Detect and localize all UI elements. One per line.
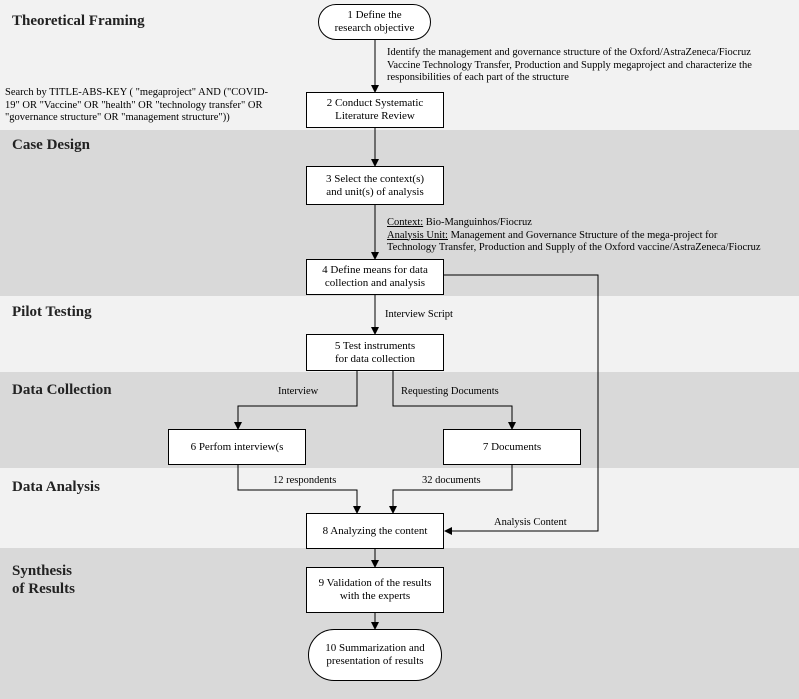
note-search-line1: Search by TITLE-ABS-KEY ( "megaproject" … (5, 87, 269, 98)
step-2-literature-review: 2 Conduct Systematic Literature Review (306, 92, 444, 128)
phase-synthesis-line2: of Results (12, 581, 75, 597)
label-interview: Interview (278, 386, 319, 397)
step-10-summarization: 10 Summarization and presentation of res… (308, 629, 442, 681)
step-2-line2: Literature Review (335, 110, 415, 122)
context-value: Bio-Manguinhos/Fiocruz (423, 217, 532, 228)
step-8-line1: 8 Analyzing the content (322, 524, 428, 537)
phase-data-collection: Data Collection (12, 382, 112, 398)
step-7-line1: 7 Documents (482, 440, 542, 453)
arrow-5-7 (392, 371, 516, 430)
step-3-select-context: 3 Select the context(s) and unit(s) of a… (306, 166, 444, 205)
phase-synthesis: Synthesis of Results (12, 562, 75, 598)
arrow-4-8 (443, 274, 599, 535)
note-context-line: Context: Bio-Manguinhos/Fiocruz (387, 217, 797, 230)
step-3-line1: 3 Select the context(s) (325, 172, 425, 185)
note-objective-line2: Vaccine Technology Transfer, Production … (387, 59, 752, 71)
label-requesting-documents: Requesting Documents (401, 386, 499, 397)
unit-label: Analysis Unit: (387, 229, 448, 241)
step-5-line1: 5 Test instruments (334, 339, 416, 352)
unit-value: Management and Governance Structure of t… (447, 229, 718, 241)
note-unit-line2: Technology Transfer, Production and Supp… (387, 242, 761, 253)
note-search-line3: "governance structure" OR "management st… (5, 112, 230, 123)
note-search-query: Search by TITLE-ABS-KEY ( "megaproject" … (5, 87, 305, 125)
step-4-define-means: 4 Define means for data collection and a… (306, 259, 444, 295)
label-analysis-content: Analysis Content (494, 517, 567, 528)
step-1-line1: 1 Define the (347, 9, 402, 21)
label-interview-script: Interview Script (385, 309, 453, 320)
step-2-line1: 2 Conduct Systematic (326, 97, 424, 109)
step-9-line2: with the experts (339, 590, 411, 602)
step-6-line1: 6 Perfom interview(s (190, 440, 284, 453)
note-objective-line3: responsibilities of each part of the str… (387, 72, 569, 83)
phase-pilot-testing: Pilot Testing (12, 304, 92, 320)
step-3-line2: and unit(s) of analysis (326, 185, 424, 198)
label-documents-count: 32 documents (422, 475, 481, 486)
step-9-validation: 9 Validation of the results with the exp… (306, 567, 444, 613)
label-respondents: 12 respondents (273, 475, 337, 486)
step-5-line2: for data collection (334, 352, 416, 365)
step-5-test-instruments: 5 Test instruments for data collection (306, 334, 444, 371)
arrow-5-6 (234, 371, 358, 430)
arrow-6-8 (237, 465, 361, 514)
step-9-line1: 9 Validation of the results (318, 577, 432, 589)
step-4-line1: 4 Define means for data (322, 264, 428, 276)
band-data-collection (0, 372, 799, 468)
step-10-line2: presentation of results (326, 655, 424, 667)
phase-synthesis-line1: Synthesis (12, 563, 73, 579)
step-7-documents: 7 Documents (443, 429, 581, 465)
arrow-7-8 (389, 465, 513, 514)
phase-case-design: Case Design (12, 137, 90, 153)
note-unit-line: Analysis Unit: Management and Governance… (387, 230, 797, 243)
step-6-interviews: 6 Perfom interview(s (168, 429, 306, 465)
step-4-line2: collection and analysis (324, 277, 426, 289)
note-search-line2: 19" OR "Vaccine" OR "health" OR "technol… (5, 99, 263, 111)
step-1-line2: research objective (334, 22, 415, 34)
step-8-analyzing-content: 8 Analyzing the content (306, 513, 444, 549)
phase-theoretical-framing: Theoretical Framing (12, 13, 145, 29)
note-context-unit: Context: Bio-Manguinhos/Fiocruz Analysis… (387, 217, 797, 255)
phase-data-analysis: Data Analysis (12, 479, 100, 495)
step-10-line1: 10 Summarization and (325, 642, 425, 654)
step-1-define-objective: 1 Define the research objective (318, 4, 431, 40)
context-label: Context: (387, 217, 424, 228)
note-research-objective: Identify the management and governance s… (387, 47, 797, 85)
note-objective-line1: Identify the management and governance s… (387, 47, 751, 58)
